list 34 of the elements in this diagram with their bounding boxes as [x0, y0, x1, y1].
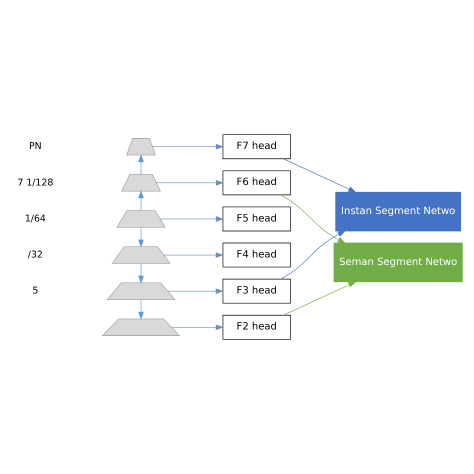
label: /32 — [28, 250, 43, 261]
arrow — [168, 288, 224, 294]
node-trapezoid — [112, 246, 170, 264]
arrow — [283, 281, 356, 316]
node-box: Seman Segment Netwo — [334, 242, 463, 282]
node-trapezoid — [106, 282, 176, 300]
arrow — [138, 263, 144, 284]
node-trapezoid — [116, 210, 166, 228]
node-box: F7 head — [222, 134, 291, 160]
arrow — [280, 194, 346, 244]
arrow — [164, 252, 224, 258]
node-box: F5 head — [222, 206, 291, 232]
node-box: F6 head — [222, 170, 291, 196]
node-box: F3 head — [222, 278, 291, 304]
arrow — [283, 158, 356, 193]
label: 7 1/128 — [17, 177, 54, 188]
arrow — [171, 324, 224, 330]
arrow — [280, 230, 346, 280]
arrow — [138, 154, 144, 175]
node-box: F2 head — [222, 314, 291, 340]
label: PN — [29, 141, 42, 152]
node-box: Instan Segment Netwo — [335, 192, 462, 232]
node-trapezoid — [126, 138, 156, 156]
arrow — [152, 144, 224, 150]
label: 5 — [32, 286, 38, 297]
node-trapezoid — [121, 174, 161, 192]
arrow — [138, 227, 144, 248]
label: 1/64 — [24, 213, 46, 224]
arrow — [138, 299, 144, 320]
node-box: F4 head — [222, 242, 291, 268]
node-trapezoid — [102, 318, 180, 336]
arrow — [156, 180, 224, 186]
arrow — [160, 216, 224, 222]
arrow — [138, 190, 144, 211]
